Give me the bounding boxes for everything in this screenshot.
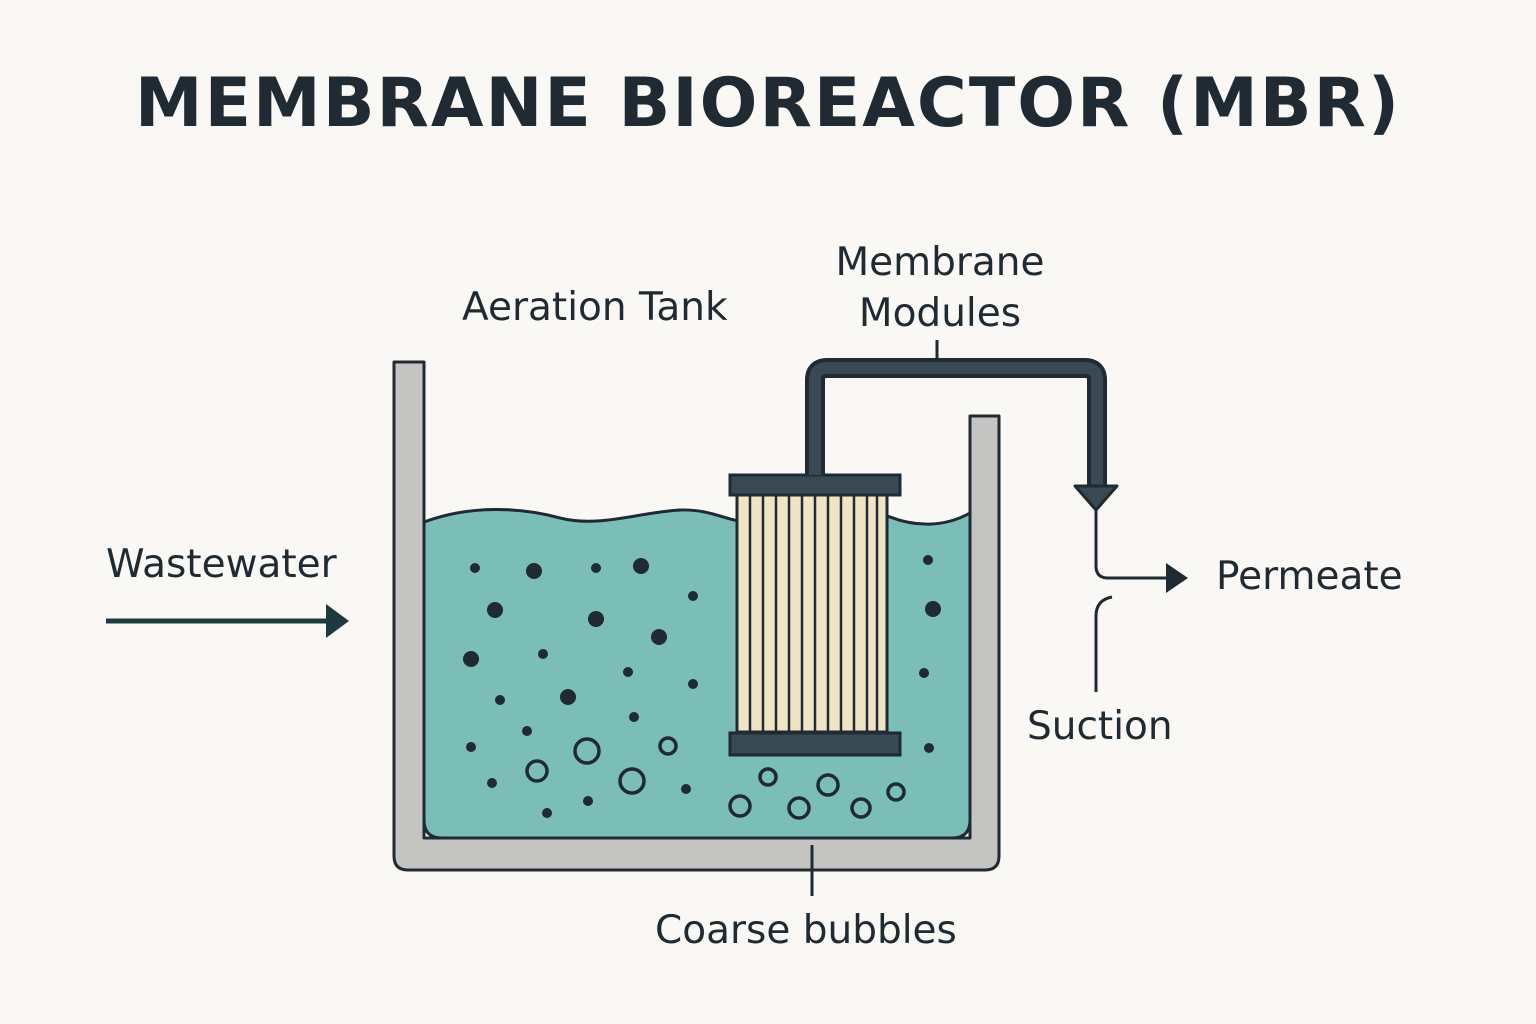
particle <box>629 712 639 722</box>
particle <box>688 591 698 601</box>
particle <box>526 563 542 579</box>
bubble <box>850 797 872 819</box>
aeration-tank-label: Aeration Tank <box>462 285 728 330</box>
bubble <box>573 737 601 765</box>
particle <box>651 629 667 645</box>
particle <box>495 695 505 705</box>
bubble <box>658 736 678 756</box>
bubble <box>787 796 811 820</box>
particle <box>681 784 691 794</box>
particle <box>522 726 532 736</box>
bubble <box>525 759 549 783</box>
particle <box>560 689 576 705</box>
particle <box>466 742 476 752</box>
permeate-pipe <box>805 358 1107 490</box>
particle <box>633 558 649 574</box>
suction-leader <box>1094 595 1113 692</box>
particle <box>924 743 934 753</box>
particle <box>470 563 480 573</box>
bubble <box>758 767 778 787</box>
page-title: MEMBRANE BIOREACTOR (MBR) <box>134 64 1402 143</box>
wastewater-arrow-head <box>326 604 349 638</box>
particle <box>542 808 552 818</box>
permeate-arrow <box>1166 563 1188 593</box>
particle <box>588 611 604 627</box>
suction-label: Suction <box>1027 704 1173 749</box>
particle <box>919 668 929 678</box>
wastewater-label: Wastewater <box>106 542 337 587</box>
bubble <box>816 773 840 797</box>
tank-wall <box>392 360 1001 872</box>
particle <box>591 563 601 573</box>
particle <box>688 679 698 689</box>
particle <box>923 555 933 565</box>
bubble <box>618 767 646 795</box>
particle <box>487 602 503 618</box>
permeate-outlet-line <box>1094 510 1168 580</box>
membrane-modules-label: Membrane Modules <box>830 237 1050 340</box>
bubble <box>728 794 752 818</box>
particle <box>925 601 941 617</box>
suspended-solids <box>463 555 941 818</box>
coarse-bubbles <box>525 736 906 820</box>
membrane-top-header <box>728 473 902 497</box>
particle <box>623 667 633 677</box>
particle <box>538 649 548 659</box>
particle <box>463 651 479 667</box>
permeate-label: Permeate <box>1216 554 1403 599</box>
membrane-fibers <box>748 495 879 731</box>
membrane-bottom-header <box>728 731 902 757</box>
membrane-module <box>728 473 902 757</box>
membrane-modules-label-line2: Modules <box>858 291 1022 337</box>
bubble <box>886 782 906 802</box>
membrane-modules-label-line1: Membrane <box>835 240 1045 285</box>
flow-arrow-down <box>1073 484 1119 512</box>
membrane-body <box>735 492 889 734</box>
coarse-bubbles-label: Coarse bubbles <box>655 908 957 953</box>
particle <box>487 778 497 788</box>
particle <box>583 796 593 806</box>
